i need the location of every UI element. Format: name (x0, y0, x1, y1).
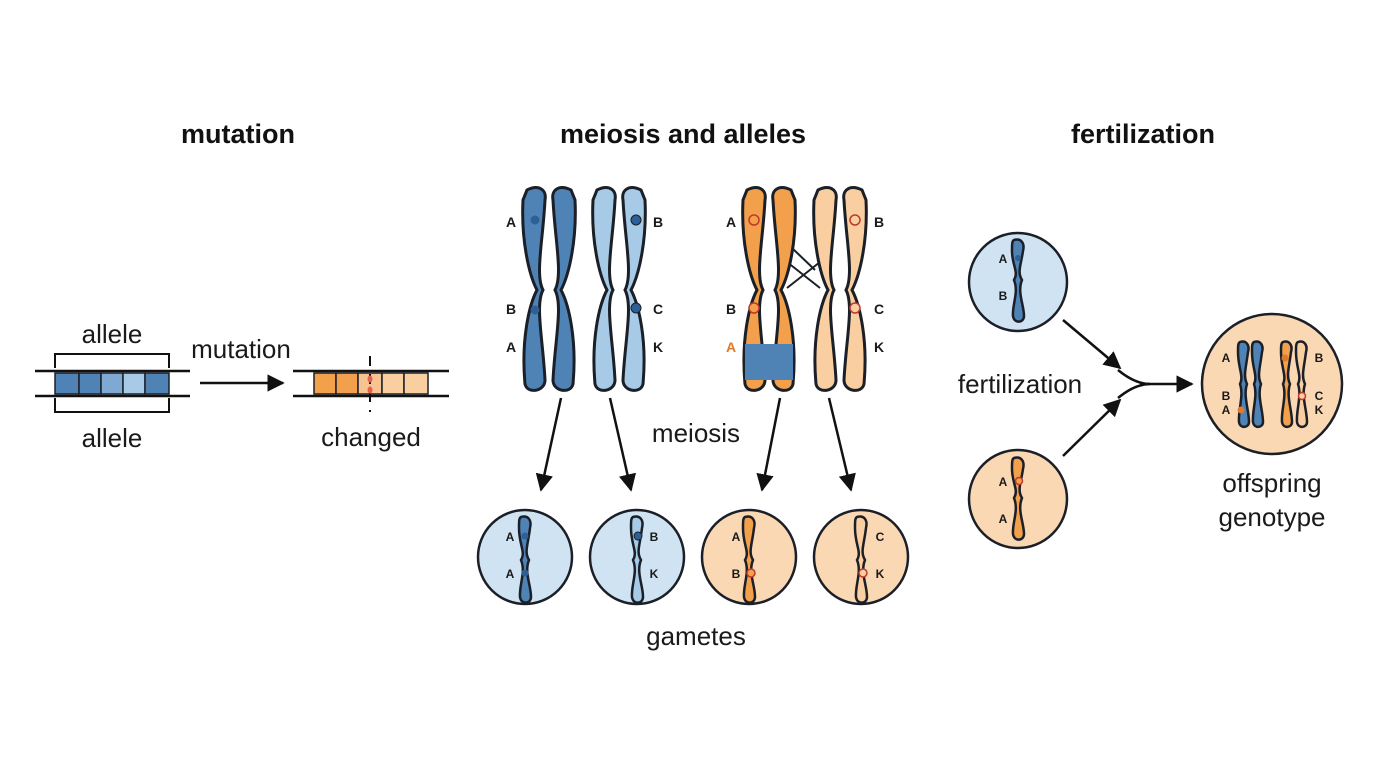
allele-bottom-label: allele (82, 423, 143, 453)
fertilization-process-label: fertilization (958, 369, 1082, 399)
meiosis-panel: meiosis and alleles A B A B C K (476, 119, 910, 651)
chromo4-locus-1: B (874, 214, 884, 230)
chromosome-blue-dark (521, 186, 577, 392)
gamete3-locus-2: B (732, 567, 741, 581)
chromosome-orange-light (812, 186, 868, 392)
meiosis-process-label: meiosis (652, 418, 740, 448)
gamete-2: B K (588, 508, 686, 606)
allele-top-label: allele (82, 319, 143, 349)
chromo3-locus-3: A (726, 339, 736, 355)
chromo3-locus-2: B (726, 301, 736, 317)
gamete1-locus-2: A (506, 567, 515, 581)
chromo2-locus-3: K (653, 339, 663, 355)
chromo3-locus-1: A (726, 214, 736, 230)
changed-label: changed (321, 422, 421, 452)
chromo1-locus-2: B (506, 301, 516, 317)
chromosome-orange-dark (741, 186, 797, 392)
gamete3-locus-1: A (732, 530, 741, 544)
offspring-left-locus-2: B (1222, 389, 1231, 403)
parent-cell-blue: A B (967, 231, 1069, 333)
gamete2-locus-1: B (650, 530, 659, 544)
dna-strand-mutated (293, 356, 449, 412)
parent-blue-locus-2: B (999, 289, 1008, 303)
gamete1-locus-1: A (506, 530, 515, 544)
gamete-3: A B (700, 508, 798, 606)
chromosome-blue-light (591, 186, 647, 392)
gamete4-locus-1: C (876, 530, 885, 544)
offspring-cell: A B A B C K (1200, 312, 1344, 456)
allele-bracket-bottom (54, 398, 170, 413)
offspring-label-line1: offspring (1222, 468, 1321, 498)
offspring-right-locus-1: B (1315, 351, 1324, 365)
parent-cell-orange: A A (967, 448, 1069, 550)
parent-orange-locus-2: A (999, 512, 1008, 526)
offspring-label-line2: genotype (1219, 502, 1326, 532)
gamete4-locus-2: K (876, 567, 885, 581)
meiosis-arrows (535, 397, 856, 492)
meiosis-title: meiosis and alleles (560, 119, 806, 149)
gamete-1: A A (476, 508, 574, 606)
chromo1-locus-3: A (506, 339, 516, 355)
offspring-left-locus-3: A (1222, 403, 1231, 417)
fertilization-arrows (1062, 319, 1194, 457)
offspring-right-locus-2: C (1315, 389, 1324, 403)
chromo2-locus-2: C (653, 301, 663, 317)
mutation-title: mutation (181, 119, 295, 149)
allele-bracket-top (54, 353, 170, 368)
gamete-4: C K (812, 508, 910, 606)
chromo1-locus-1: A (506, 214, 516, 230)
dna-strand-original (35, 369, 190, 398)
chromo2-locus-1: B (653, 214, 663, 230)
offspring-left-locus-1: A (1222, 351, 1231, 365)
fertilization-panel: fertilization A B A A fertilization (958, 119, 1344, 550)
parent-orange-locus-1: A (999, 475, 1008, 489)
mutation-panel: mutation allele allele mutation (35, 119, 449, 453)
offspring-right-locus-3: K (1315, 403, 1324, 417)
gametes-label: gametes (646, 621, 746, 651)
gamete2-locus-2: K (650, 567, 659, 581)
crossover-lines (786, 247, 821, 289)
chromo4-locus-3: K (874, 339, 884, 355)
mutation-arrow-label: mutation (191, 334, 291, 364)
parent-blue-locus-1: A (999, 252, 1008, 266)
chromo4-locus-2: C (874, 301, 884, 317)
fertilization-title: fertilization (1071, 119, 1215, 149)
